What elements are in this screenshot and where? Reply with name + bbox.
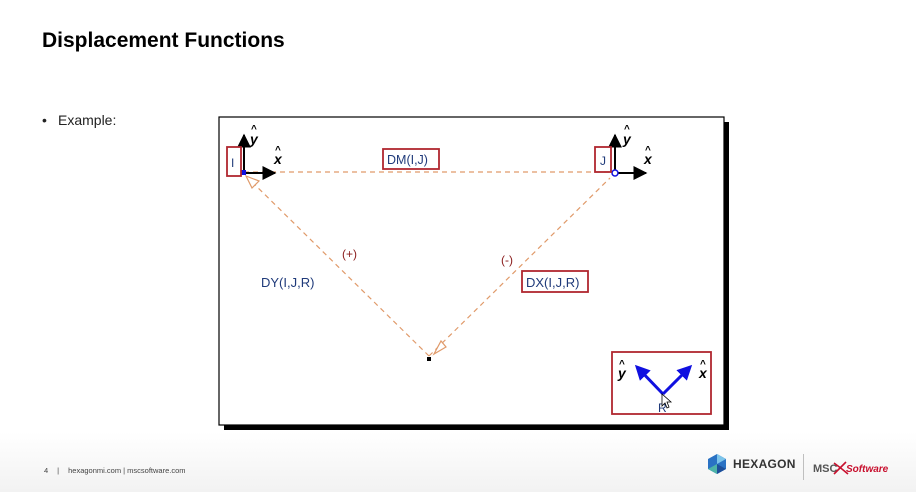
sign-minus: (-) — [501, 253, 513, 267]
r-x-hat: ^ — [700, 359, 706, 370]
dy-label: DY(I,J,R) — [261, 275, 314, 290]
footer-band — [0, 432, 916, 492]
marker-i-box — [226, 146, 242, 177]
i-origin — [241, 170, 246, 175]
hexagon-wordmark: HEXAGON — [733, 457, 796, 471]
dm-label-box — [382, 148, 440, 170]
r-y-hat: ^ — [619, 359, 625, 370]
bullet-dot: • — [42, 112, 47, 128]
mouse-cursor-icon — [661, 393, 673, 409]
dy-vector — [247, 177, 430, 357]
r-origin-point — [427, 357, 431, 361]
i-y-hat: ^ — [251, 124, 257, 135]
i-y-label: y — [249, 131, 259, 147]
dy-arrowhead — [244, 174, 261, 190]
j-y-label: y — [622, 131, 632, 147]
marker-j-label: J — [600, 154, 606, 168]
r-x-label: x — [698, 365, 708, 381]
marker-r-label: R — [658, 401, 667, 415]
marker-i-label: I — [231, 156, 234, 170]
hexagon-logo-icon — [708, 454, 726, 474]
i-x-label: x — [273, 151, 283, 167]
r-y-axis — [634, 364, 665, 396]
footer-links: hexagonmi.com | mscsoftware.com — [68, 466, 186, 475]
j-y-hat: ^ — [624, 124, 630, 135]
r-x-axis — [661, 364, 693, 396]
dm-label: DM(I,J) — [387, 153, 428, 167]
dx-label-box — [521, 270, 589, 293]
bullet-item: • Example: — [42, 112, 116, 128]
msc-swoosh-icon — [833, 461, 849, 475]
i-x-hat: ^ — [275, 145, 281, 156]
j-x-hat: ^ — [645, 145, 651, 156]
footer-text: 4 | hexagonmi.com | mscsoftware.com — [44, 466, 186, 475]
dx-label: DX(I,J,R) — [526, 275, 579, 290]
marker-j-box — [594, 146, 612, 173]
diagram: ^ y ^ x I DM(I,J) ^ y ^ x J (+) (-) DY(I… — [218, 116, 729, 430]
j-x-label: x — [643, 151, 653, 167]
slide-title: Displacement Functions — [42, 29, 285, 52]
logo-divider — [803, 454, 804, 480]
footer-separator: | — [57, 466, 60, 475]
hexagon-logo: HEXAGON — [706, 453, 796, 475]
j-origin — [611, 169, 619, 177]
dx-arrowhead — [432, 339, 447, 356]
software-wordmark: Software — [846, 464, 889, 475]
bullet-text: Example: — [58, 112, 117, 128]
dx-vector — [428, 177, 611, 357]
msc-wordmark: MSC — [813, 463, 838, 475]
r-y-label: y — [617, 365, 627, 381]
page-number: 4 — [44, 466, 49, 475]
sign-plus: (+) — [342, 247, 357, 261]
marker-r-box — [611, 351, 712, 415]
msc-software-logo: MSC Software — [813, 459, 893, 482]
